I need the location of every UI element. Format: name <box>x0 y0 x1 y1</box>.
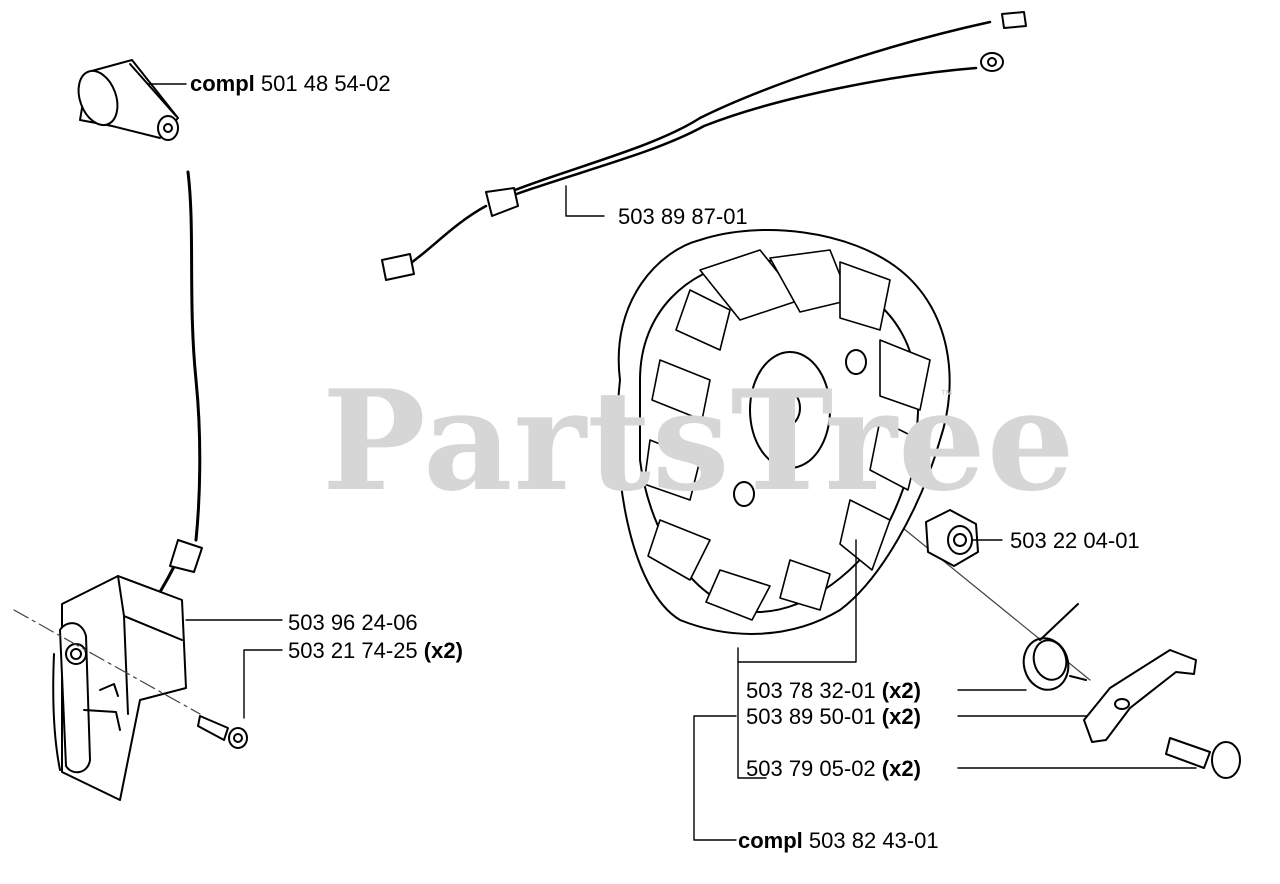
ignition-module[interactable] <box>52 539 203 801</box>
label-nut[interactable]: 503 22 04-01 <box>1010 528 1140 553</box>
pawl-pin[interactable] <box>1165 737 1241 779</box>
flywheel-nut[interactable] <box>925 509 979 567</box>
flywheel[interactable] <box>616 229 951 635</box>
label-wire[interactable]: 503 89 87-01 <box>618 204 748 229</box>
label-screw[interactable]: 503 21 74-25 (x2) <box>288 638 463 663</box>
leader-lines <box>147 83 1197 841</box>
label-module[interactable]: 503 96 24-06 <box>288 610 418 635</box>
watermark-trademark: ™ <box>940 387 953 402</box>
pawl-spring[interactable] <box>1018 603 1087 695</box>
label-boot[interactable]: compl 501 48 54-02 <box>190 71 391 96</box>
label-pawl[interactable]: 503 89 50-01 (x2) <box>746 704 921 729</box>
watermark: PartsTree <box>322 359 1076 522</box>
label-pin[interactable]: 503 79 05-02 (x2) <box>746 756 921 781</box>
spark-plug-boot[interactable] <box>72 59 202 542</box>
starter-pawl[interactable] <box>1083 649 1197 743</box>
label-flywheel[interactable]: compl 503 82 43-01 <box>738 828 939 853</box>
label-spring[interactable]: 503 78 32-01 (x2) <box>746 678 921 703</box>
ignition-wire[interactable] <box>381 11 1027 281</box>
module-screw[interactable] <box>197 715 248 749</box>
